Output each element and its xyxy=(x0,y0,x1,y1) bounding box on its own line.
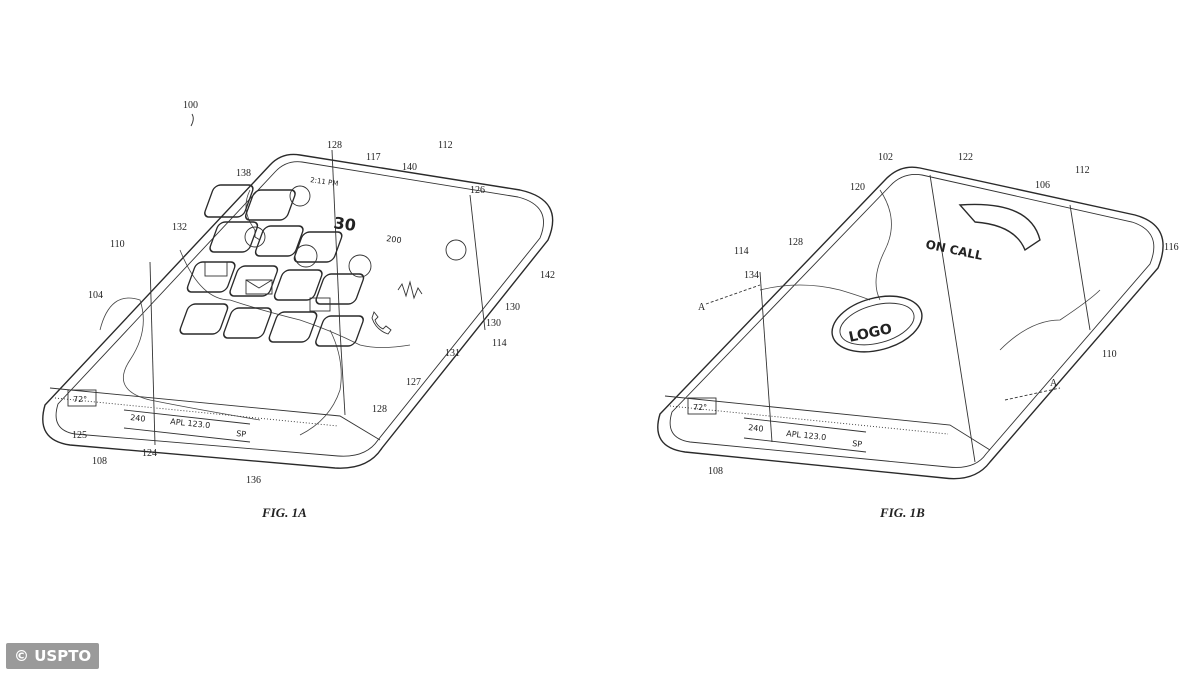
ref-numeral: 120 xyxy=(850,182,865,193)
ref-numeral: 125 xyxy=(72,430,87,441)
calendar-day: 30 xyxy=(332,213,357,235)
app-icon xyxy=(315,273,365,305)
app-icon xyxy=(186,261,236,293)
compass-icon xyxy=(289,185,311,207)
ref-numeral: 110 xyxy=(1102,349,1117,360)
ref-numeral: 130 xyxy=(505,302,520,313)
camera-icon xyxy=(445,239,467,261)
app-icon-grid xyxy=(179,184,365,347)
lower-band-1a xyxy=(49,387,381,441)
ref-numeral: 130 xyxy=(486,318,501,329)
figure-caption-1a: FIG. 1A xyxy=(261,505,307,520)
app-icon xyxy=(204,184,254,218)
logo-emblem xyxy=(831,295,923,353)
logo-text: LOGO xyxy=(847,321,893,346)
status-time: 2:11 PM xyxy=(310,176,339,188)
speed-readout: 240 xyxy=(130,413,146,424)
mode-readout: SP xyxy=(236,429,247,439)
ref-numeral: 104 xyxy=(88,290,103,301)
mode-readout: SP xyxy=(852,439,863,449)
mail-icon xyxy=(245,279,273,295)
device-body-1a xyxy=(42,153,554,469)
app-icon xyxy=(244,189,296,221)
ref-numeral: 110 xyxy=(110,239,125,250)
app-icon xyxy=(209,221,259,253)
ref-numeral: 108 xyxy=(708,466,723,477)
ref-numeral: 128 xyxy=(788,237,803,248)
message-icon xyxy=(309,297,331,312)
ref-numeral: 136 xyxy=(246,475,261,486)
phone-icon xyxy=(371,311,392,335)
device-inner-edge-1a xyxy=(55,161,544,457)
temperature-box xyxy=(687,397,717,415)
ref-numeral: 106 xyxy=(1035,180,1050,191)
ref-numeral: 132 xyxy=(172,222,187,233)
app-icon xyxy=(229,265,279,297)
ref-numeral: 114 xyxy=(492,338,507,349)
ref-numeral: 128 xyxy=(327,140,342,151)
fuel-readout: APL 123.0 xyxy=(170,417,211,430)
ref-numeral: 117 xyxy=(366,152,381,163)
ref-numeral: 108 xyxy=(92,456,107,467)
temperature-box xyxy=(67,389,97,407)
temperature-readout: 72° xyxy=(73,395,87,404)
ref-numeral: 142 xyxy=(540,270,555,281)
ref-numeral: 138 xyxy=(236,168,251,179)
device-inner-edge-1b xyxy=(669,174,1155,468)
photo-icon xyxy=(204,261,228,277)
app-icon xyxy=(268,311,318,343)
app-icon xyxy=(315,315,364,347)
figure-1b: ON CALL LOGO 72° 240 APL 123.0 SP 102 12… xyxy=(657,152,1179,520)
figure-caption-1b: FIG. 1B xyxy=(879,505,925,520)
ref-numeral: 114 xyxy=(734,246,749,257)
ref-numeral: 100 xyxy=(183,100,198,111)
app-icon xyxy=(179,303,229,335)
app-icon xyxy=(293,231,343,263)
ref-numeral: 131 xyxy=(445,348,460,359)
lower-band-1b xyxy=(664,395,991,451)
phone-icon xyxy=(958,203,1041,252)
ref-numeral: 127 xyxy=(406,377,421,388)
safari-icon xyxy=(294,244,318,268)
temp-badge: 200 xyxy=(386,234,402,245)
ref-numeral: A xyxy=(1050,378,1058,389)
device-body-1b xyxy=(657,166,1164,480)
app-icon xyxy=(254,225,304,257)
lower-band-inner-1b xyxy=(669,405,949,435)
app-icon xyxy=(223,307,272,339)
voice-memo-icon xyxy=(397,280,423,300)
temperature-readout: 72° xyxy=(693,403,707,412)
ref-numeral: 112 xyxy=(438,140,453,151)
fuel-readout: APL 123.0 xyxy=(786,429,827,442)
ref-numeral: A xyxy=(698,302,706,313)
ref-numeral: 126 xyxy=(470,185,485,196)
ref-numeral: 116 xyxy=(1164,242,1179,253)
ref-numeral: 102 xyxy=(878,152,893,163)
ref-numeral: 128 xyxy=(372,404,387,415)
ref-numeral: 140 xyxy=(402,162,417,173)
app-icon xyxy=(273,269,323,301)
clock-icon xyxy=(244,226,266,248)
copyright-credit: © USPTO xyxy=(6,643,100,669)
ref-numeral: 134 xyxy=(744,270,759,281)
music-icon xyxy=(348,254,372,278)
ref-numeral: 112 xyxy=(1075,165,1090,176)
figure-1a: 2:11 PM 30 200 72° 240 APL 123.0 SP 100 … xyxy=(42,100,555,520)
speed-readout: 240 xyxy=(748,423,764,434)
on-call-label: ON CALL xyxy=(924,237,984,263)
ref-numeral: 124 xyxy=(142,448,157,459)
ref-numeral: 122 xyxy=(958,152,973,163)
